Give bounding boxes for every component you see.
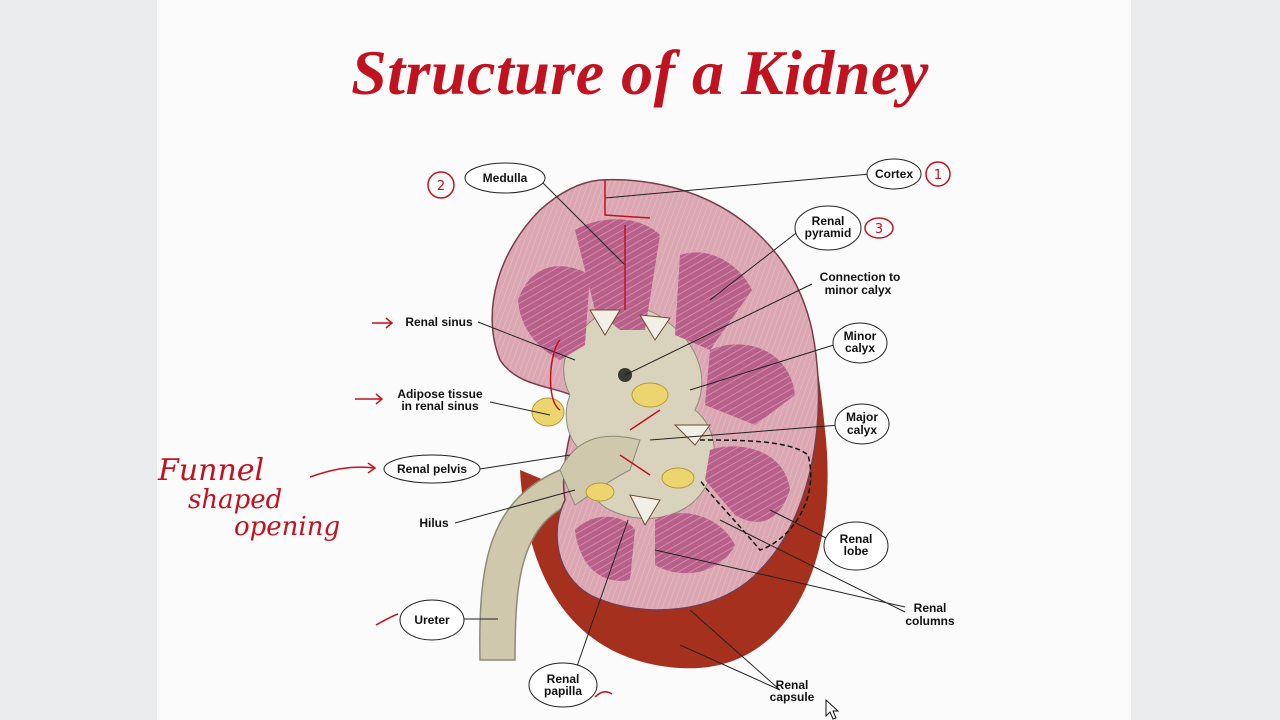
label-ureter: Ureter: [414, 613, 450, 627]
pyramid-1: [518, 266, 590, 360]
label-renal-capsule: capsule: [770, 690, 815, 704]
label-major-calyx: calyx: [847, 423, 877, 437]
annotation-circle-pyramid: [864, 217, 894, 239]
annotation-circle-cortex: [925, 161, 951, 187]
label-renal-pyramid: Renal: [812, 214, 845, 228]
renal-pyramid-label-ring: [794, 205, 862, 251]
label-adipose-tissue: Adipose tissue: [397, 387, 483, 401]
label-renal-columns: columns: [905, 614, 955, 628]
label-minor-calyx: calyx: [845, 341, 875, 355]
label-renal-lobe: lobe: [844, 544, 869, 558]
annotation-funnel-line1: Funnel: [157, 453, 264, 488]
slide-title: Structure of a Kidney: [351, 37, 929, 108]
label-renal-columns: Renal: [914, 601, 947, 615]
ureter-label-ring: [399, 599, 465, 641]
minor-calyx-cup: [629, 494, 661, 527]
fat-deposit: [631, 382, 669, 408]
annotation-circle-medulla: [427, 171, 455, 199]
major-calyx-label-ring: [834, 403, 890, 445]
pyramid-6: [655, 513, 735, 574]
annotation-num-pyramid: 3: [875, 222, 883, 237]
label-renal-pelvis: Renal pelvis: [397, 462, 467, 476]
leader-lines: [454, 173, 906, 691]
pyramid-3: [675, 252, 752, 350]
label-minor-calyx: Minor: [844, 329, 877, 343]
mouse-cursor-icon: [825, 698, 840, 720]
renal-lobe-label-ring: [823, 521, 889, 571]
label-renal-lobe: Renal: [840, 532, 873, 546]
fat-deposit: [585, 482, 615, 502]
label-major-calyx: Major: [846, 410, 878, 424]
minor-calyx-cup: [639, 314, 671, 341]
minor-calyx-cup: [589, 309, 621, 336]
label-connection-minor-calyx: Connection to: [820, 270, 901, 284]
label-cortex: Cortex: [875, 167, 913, 181]
label-adipose-tissue: in renal sinus: [401, 399, 479, 413]
minor-calyx-label-ring: [832, 322, 888, 364]
label-renal-papilla: papilla: [544, 684, 582, 698]
cortex-label-ring: [866, 158, 922, 190]
fat-deposit: [661, 467, 695, 489]
annotation-num-medulla: 2: [437, 179, 445, 194]
label-renal-capsule: Renal: [776, 678, 809, 692]
annotation-funnel-line2: shaped: [188, 485, 282, 515]
pyramid-5: [705, 446, 790, 522]
pyramid-7: [575, 516, 635, 581]
label-renal-pyramid: pyramid: [805, 226, 852, 240]
annotation-funnel-line3: opening: [234, 512, 340, 542]
medulla-label-ring: [464, 162, 546, 194]
pyramid-2: [575, 219, 660, 330]
label-medulla: Medulla: [483, 171, 528, 185]
renal-lobe-outline: [699, 439, 812, 551]
label-connection-minor-calyx: minor calyx: [825, 283, 892, 297]
label-renal-sinus: Renal sinus: [405, 315, 473, 329]
renal-pelvis-label-ring: [383, 454, 481, 484]
annotation-num-cortex: 1: [934, 168, 942, 183]
hand-annotation-marks: [309, 180, 661, 698]
label-renal-papilla: Renal: [547, 672, 580, 686]
minor-calyx-cup: [673, 424, 711, 446]
label-hilus: Hilus: [419, 516, 449, 530]
renal-papilla-label-ring: [528, 662, 598, 708]
